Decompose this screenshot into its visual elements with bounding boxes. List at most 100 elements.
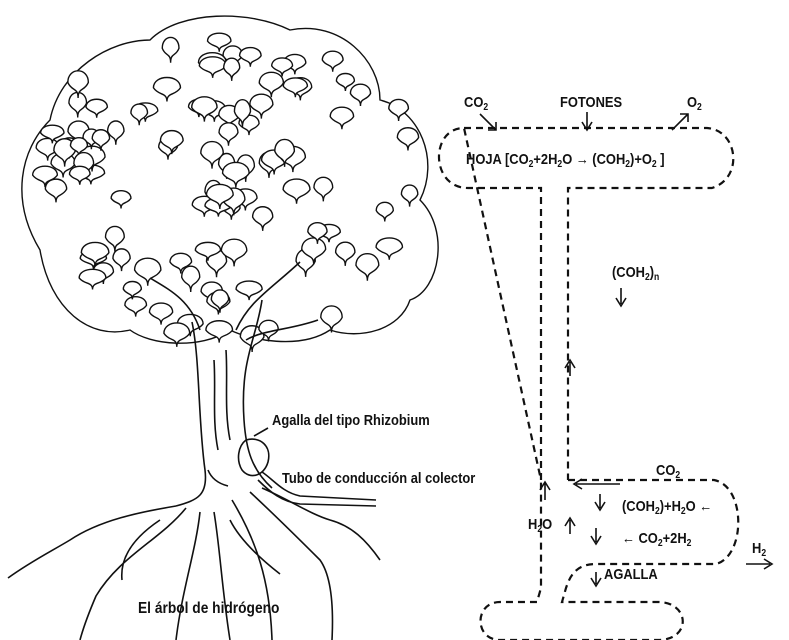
canopy-leaf <box>334 241 356 266</box>
canopy-leaf <box>282 77 309 98</box>
gall-carbohydrate-reaction: (COH2)+H2O ← <box>622 498 713 517</box>
canopy-leaf <box>161 36 180 63</box>
gall-hydrogen-reaction: ← CO2+2H2 <box>622 530 692 549</box>
canopy-leaf <box>44 178 68 203</box>
tree-roots <box>7 487 381 640</box>
sap-down-arrow-mid <box>594 494 606 512</box>
canopy-leaf <box>258 319 279 342</box>
canopy-leaf <box>198 56 227 78</box>
canopy-leaf <box>320 305 343 333</box>
canopy-leaf <box>307 221 328 244</box>
canopy-leaf <box>148 302 174 325</box>
trunk-bark <box>207 349 231 487</box>
canopy-leaf <box>313 176 334 202</box>
canopy-leaf <box>124 295 148 317</box>
canopy-leaf <box>388 98 410 122</box>
canopy-leaf <box>223 57 241 81</box>
canopy-leaf <box>152 76 182 102</box>
leaf-compartment <box>437 126 735 481</box>
leaf-reaction-equation: HOJA [CO2+2H2O → (COH2)+O2 ] <box>466 151 665 170</box>
sap-down-arrow-low <box>590 528 602 546</box>
rhizobium-gall <box>237 438 270 477</box>
canopy-leaf <box>106 120 125 145</box>
canopy-leaf <box>159 129 184 155</box>
figure-caption: El árbol de hidrógeno <box>138 600 280 617</box>
canopy-leaf <box>271 57 294 77</box>
canopy-leaf <box>163 322 191 347</box>
canopy-leaf <box>210 289 230 313</box>
photon-arrow <box>581 112 593 132</box>
leaf-label: HOJA <box>466 151 502 168</box>
gall-label-text: AGALLA <box>604 566 658 583</box>
canopy-leaf <box>349 83 372 107</box>
canopy-leaf <box>249 93 274 119</box>
canopy-leaf <box>321 50 344 72</box>
canopy-leaf <box>235 280 263 301</box>
canopy-leaf <box>194 241 222 261</box>
gall-compartment <box>479 478 740 640</box>
canopy-leaf <box>218 122 239 146</box>
o2-output-label: O2 <box>687 94 702 113</box>
water-label: H2O <box>528 516 553 535</box>
sap-up-arrow-lower <box>564 516 576 534</box>
photons-label: FOTONES <box>560 94 623 111</box>
canopy-leaf <box>233 99 252 128</box>
canopy-leaf <box>258 71 285 98</box>
canopy-leaf <box>205 183 234 210</box>
trunk-branch <box>149 261 319 341</box>
canopy-leaf <box>122 280 143 300</box>
hydrogen-output-label: H2 <box>752 540 767 559</box>
sap-down-arrow-bottom <box>590 572 602 588</box>
canopy-leaf <box>355 253 380 281</box>
canopy-leaf <box>190 96 218 122</box>
canopy-leaf <box>238 46 262 67</box>
co2-input-label: CO2 <box>464 94 489 113</box>
canopy-leaf <box>35 137 60 161</box>
collector-tube-label: Tubo de conducción al colector <box>282 470 476 487</box>
gall-leader-line <box>253 427 269 437</box>
canopy-leaf <box>39 124 65 144</box>
o2-out-arrow <box>671 113 689 131</box>
canopy-leaf <box>251 206 274 231</box>
canopy-leaf <box>274 138 296 167</box>
gall-label: Agalla del tipo Rhizobium <box>272 412 430 429</box>
canopy-leaf <box>180 265 201 293</box>
carbohydrate-down-arrow <box>615 288 627 308</box>
canopy-leaf <box>112 248 131 272</box>
canopy-leaf <box>78 268 107 290</box>
canopy-leaf <box>335 72 356 92</box>
canopy-leaf <box>375 237 404 260</box>
canopy-leaf <box>282 178 311 204</box>
canopy-leaf <box>400 184 419 207</box>
tree-canopy <box>21 15 439 352</box>
collector-tube <box>257 471 377 507</box>
canopy-leaf <box>85 98 109 118</box>
h2-out-arrow <box>746 558 774 570</box>
canopy-leaf <box>69 136 89 157</box>
canopy-leaf <box>200 140 224 169</box>
canopy-leaf <box>375 201 394 222</box>
co2-return-arrow <box>572 478 620 490</box>
carbohydrate-label: (COH2)n <box>612 264 660 283</box>
water-up-arrow <box>539 480 551 500</box>
canopy-leaf <box>68 165 91 185</box>
sap-up-arrow-upper <box>564 358 576 376</box>
flow-arrows <box>479 112 774 588</box>
canopy-leaf <box>130 103 149 126</box>
canopy-leaf <box>104 225 125 252</box>
co2-in-arrow <box>479 113 497 131</box>
cycle-diagram <box>437 112 774 640</box>
canopy-leaf <box>133 257 162 286</box>
canopy-leaf <box>221 161 250 188</box>
canopy-leaf <box>67 70 90 99</box>
canopy-leaf <box>205 320 234 343</box>
canopy-leaf <box>80 241 110 267</box>
canopy-leaf <box>110 190 132 209</box>
canopy-leaf <box>220 238 248 267</box>
canopy-leaf <box>91 129 111 151</box>
canopy-leaf <box>329 106 355 130</box>
canopy-leaf <box>396 127 420 151</box>
tree-trunk <box>175 299 273 507</box>
tree-drawing <box>7 15 439 640</box>
